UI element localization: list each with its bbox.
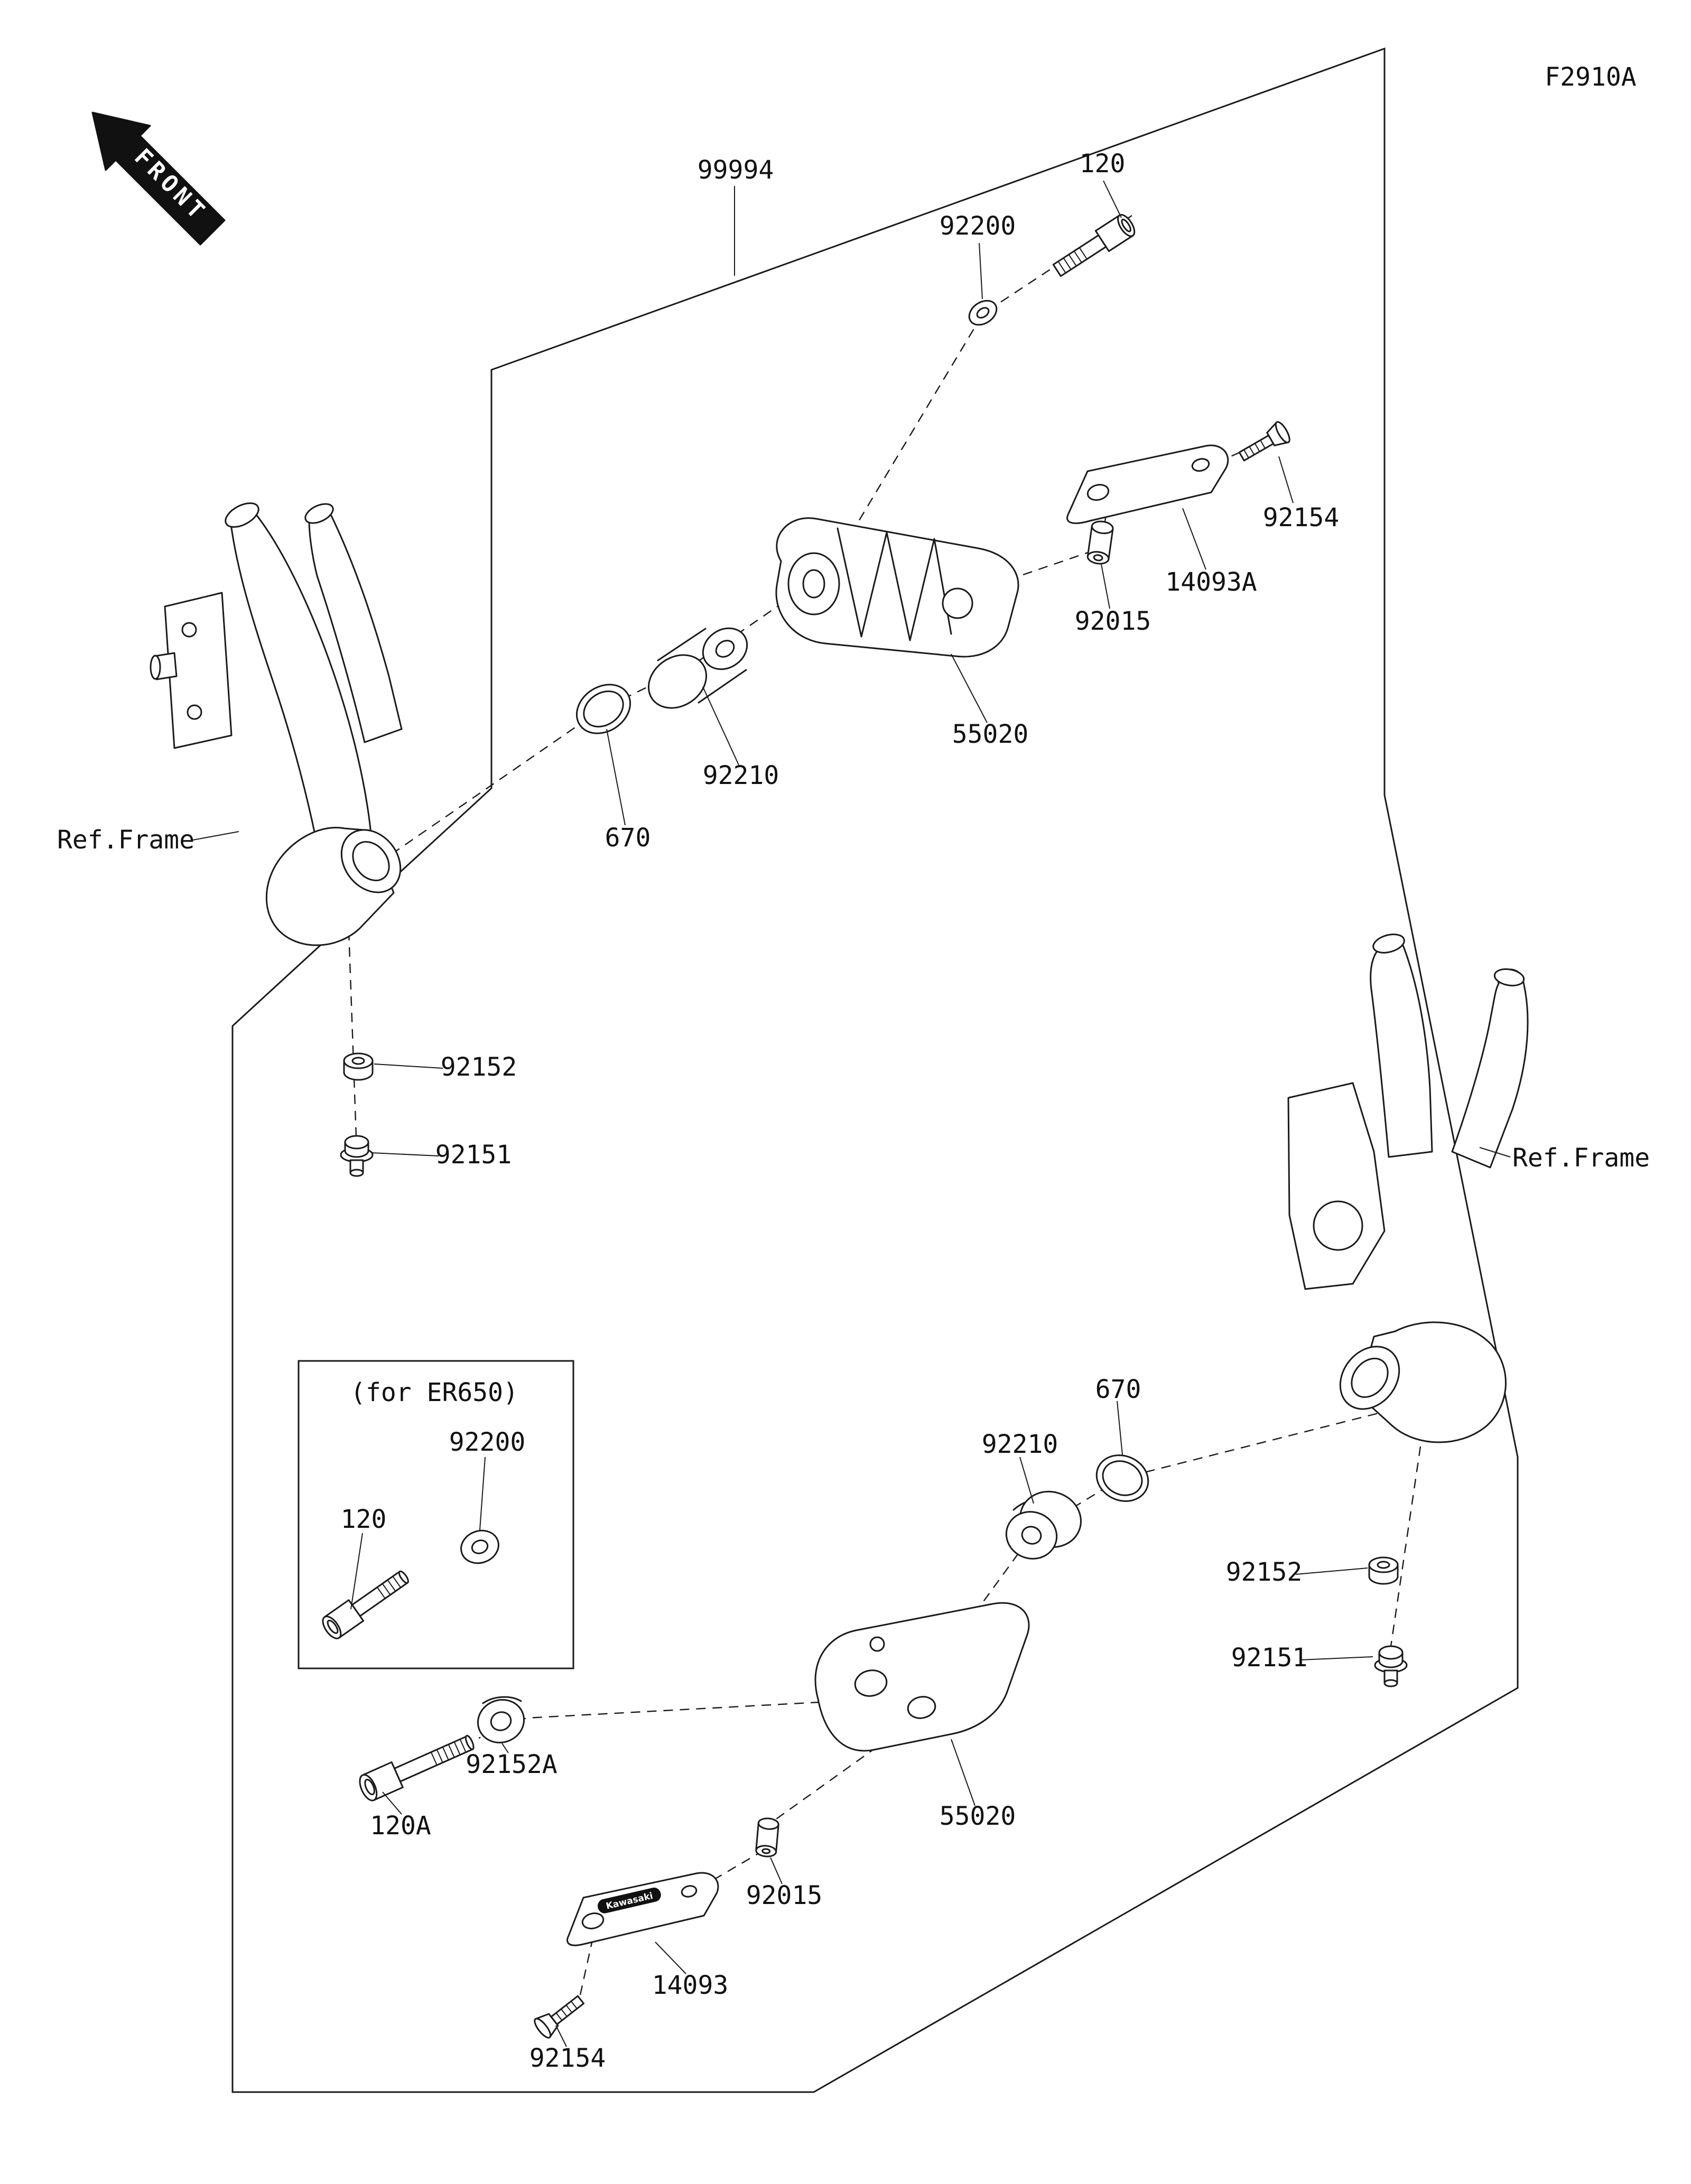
washer-top-drawing xyxy=(968,300,998,326)
er650-option-box xyxy=(298,1360,574,1669)
front-direction-arrow: FRONT xyxy=(91,111,226,246)
part-label-120-top: 120 xyxy=(1080,149,1126,179)
leader-lines xyxy=(192,180,1511,2047)
part-label-55020-top: 55020 xyxy=(952,720,1029,749)
part-label-14093: 14093 xyxy=(652,1971,729,2000)
slider-top-drawing xyxy=(775,517,1019,658)
nut-right-drawing xyxy=(1368,1556,1399,1585)
part-label-670-top: 670 xyxy=(605,823,651,853)
oring-top-drawing xyxy=(575,684,631,734)
kit-boundary-outline xyxy=(231,47,1519,2093)
part-label-92151-right: 92151 xyxy=(1231,1643,1308,1673)
bolt-top-drawing xyxy=(1052,214,1136,277)
figure-code-label: F2910A xyxy=(1545,62,1636,92)
screw-top-drawing xyxy=(1238,421,1290,462)
part-label-14093A: 14093A xyxy=(1165,567,1257,597)
part-label-670-bottom: 670 xyxy=(1095,1375,1141,1404)
part-label-92152A: 92152A xyxy=(466,1750,557,1779)
part-label-120A: 120A xyxy=(370,1811,431,1841)
part-label-92015-top: 92015 xyxy=(1075,606,1151,636)
part-label-92200-box: 92200 xyxy=(449,1427,526,1457)
part-label-92151-left: 92151 xyxy=(435,1140,512,1170)
part-label-92152-left: 92152 xyxy=(441,1052,517,1082)
screw-bottom-drawing xyxy=(534,1995,584,2039)
brand-patch xyxy=(597,1888,661,1914)
collar-bottom-drawing xyxy=(1005,1490,1082,1560)
bracket-bottom-drawing: Kawasaki xyxy=(566,1872,719,1946)
washer-box-drawing xyxy=(460,1529,499,1564)
part-label-92200-top: 92200 xyxy=(940,211,1016,241)
part-label-92015-bottom: 92015 xyxy=(746,1881,823,1910)
ref-frame-left-drawing xyxy=(150,502,403,946)
part-label-92154-bottom: 92154 xyxy=(529,2043,606,2073)
bolt-left-drawing xyxy=(340,1135,374,1177)
ref-frame-right-label: Ref.Frame xyxy=(1512,1143,1650,1173)
er650-note-label: (for ER650) xyxy=(350,1378,518,1407)
part-label-92152-right: 92152 xyxy=(1226,1557,1303,1587)
ref-frame-left-label: Ref.Frame xyxy=(57,825,194,855)
oring-bottom-drawing xyxy=(1095,1454,1149,1502)
slider-bottom-drawing xyxy=(814,1602,1030,1752)
bracket-top-drawing xyxy=(1066,444,1229,524)
bolt-box-drawing xyxy=(322,1570,409,1639)
collar-a-drawing xyxy=(477,1696,525,1743)
part-label-120-box: 120 xyxy=(341,1505,387,1534)
collar-top-drawing xyxy=(647,627,748,709)
nut-left-drawing xyxy=(343,1052,374,1081)
bolt-a-drawing xyxy=(359,1734,475,1802)
pin-top-drawing xyxy=(1086,520,1114,565)
part-label-92154-top: 92154 xyxy=(1263,503,1340,533)
ref-frame-right-drawing xyxy=(1287,934,1529,1443)
part-label-99994: 99994 xyxy=(698,155,774,185)
part-label-55020-bottom: 55020 xyxy=(940,1802,1016,1831)
part-label-92210-top: 92210 xyxy=(703,761,779,790)
pin-bottom-drawing xyxy=(755,1817,779,1858)
bolt-right-drawing xyxy=(1374,1645,1408,1687)
part-label-92210-bottom: 92210 xyxy=(982,1430,1058,1459)
